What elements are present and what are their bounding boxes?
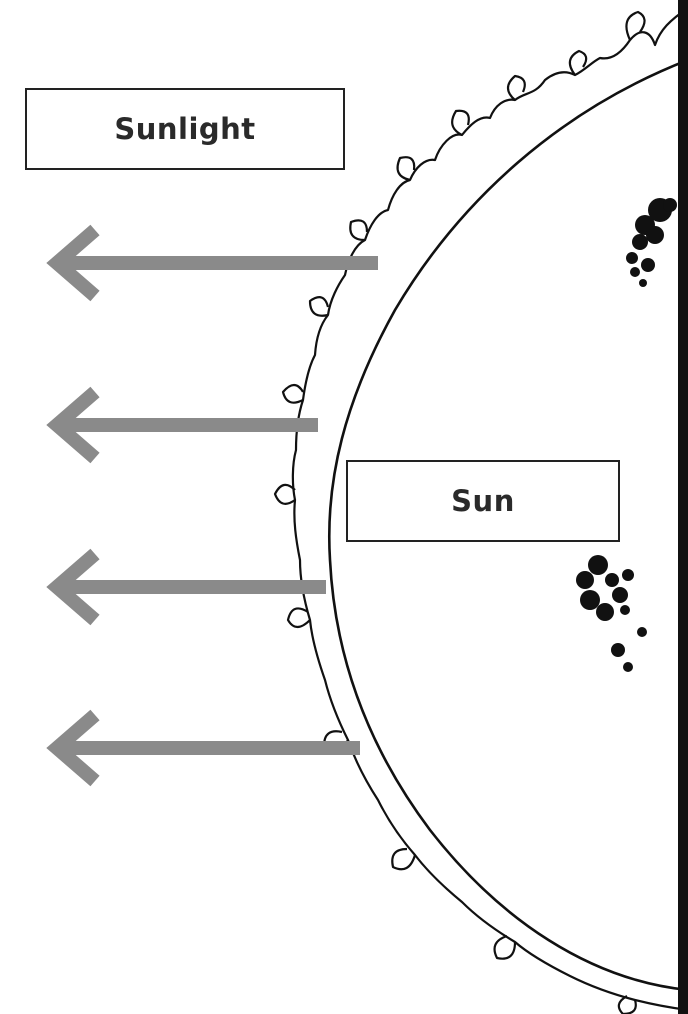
arrow-icon xyxy=(46,224,378,302)
arrow-icon xyxy=(46,709,360,787)
arrow-icon xyxy=(46,386,318,464)
sun-label: Sun xyxy=(346,460,620,542)
sunlight-label: Sunlight xyxy=(25,88,345,170)
sunspot-cluster-upper xyxy=(626,198,677,287)
sunspot-cluster-lower xyxy=(572,535,647,672)
arrow-icon xyxy=(46,548,326,626)
sunlight-arrows xyxy=(46,224,378,787)
right-edge-bar xyxy=(678,0,688,1014)
